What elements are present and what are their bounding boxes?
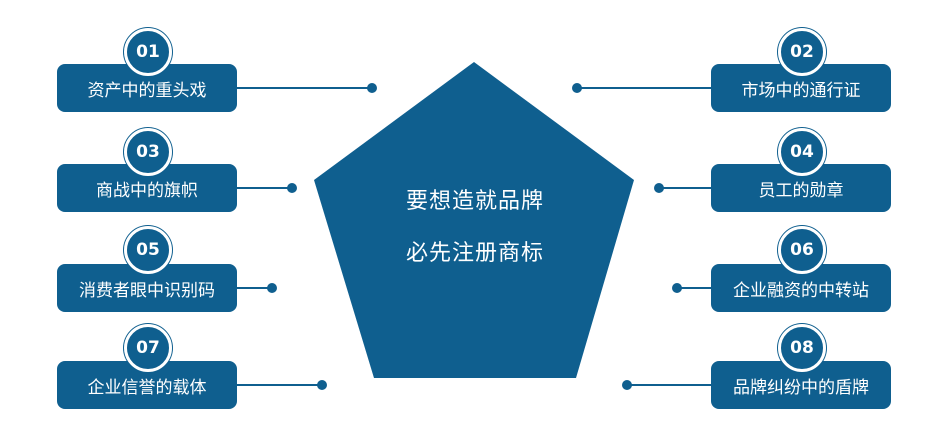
connector-01 xyxy=(236,87,372,89)
item-number-03: 03 xyxy=(124,128,172,176)
item-label-01: 资产中的重头戏 xyxy=(57,64,237,112)
item-label-08: 品牌纠纷中的盾牌 xyxy=(711,361,891,409)
connector-dot-06 xyxy=(672,283,682,293)
connector-04 xyxy=(660,187,714,189)
item-number-06: 06 xyxy=(778,226,826,274)
connector-05 xyxy=(236,287,272,289)
connector-dot-07 xyxy=(317,380,327,390)
item-number-02: 02 xyxy=(778,28,826,76)
center-line-2: 必先注册商标 xyxy=(405,241,544,266)
center-line-1: 要想造就品牌 xyxy=(405,189,544,214)
item-number-07: 07 xyxy=(124,324,172,372)
connector-dot-03 xyxy=(287,183,297,193)
item-label-07: 企业信誉的载体 xyxy=(57,361,237,409)
connector-dot-02 xyxy=(572,83,582,93)
connector-03 xyxy=(236,187,292,189)
connector-07 xyxy=(236,384,322,386)
connector-08 xyxy=(628,384,714,386)
item-label-03: 商战中的旗帜 xyxy=(57,164,237,212)
connector-dot-04 xyxy=(654,183,664,193)
connector-dot-05 xyxy=(267,283,277,293)
item-number-05: 05 xyxy=(124,226,172,274)
central-pentagon xyxy=(314,62,634,378)
connector-dot-08 xyxy=(622,380,632,390)
connector-02 xyxy=(578,87,714,89)
connector-dot-01 xyxy=(367,83,377,93)
connector-06 xyxy=(678,287,714,289)
item-number-01: 01 xyxy=(124,28,172,76)
item-number-04: 04 xyxy=(778,128,826,176)
item-number-08: 08 xyxy=(778,324,826,372)
